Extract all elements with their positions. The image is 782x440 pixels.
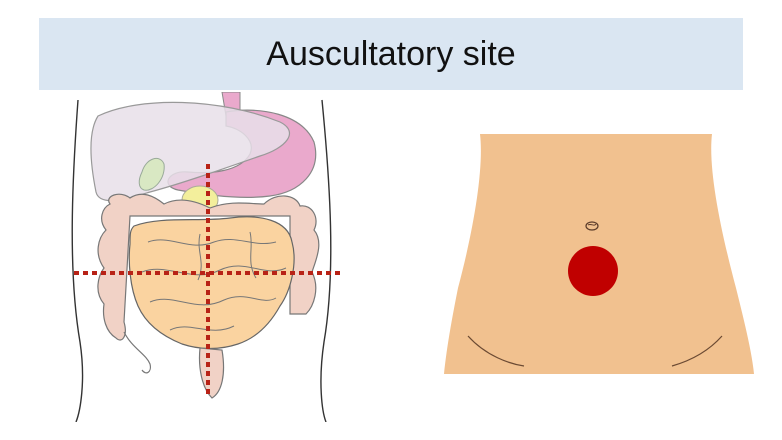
small-intestine (128, 216, 295, 350)
small-intestine-loops (141, 231, 287, 331)
torso-outline-right (320, 99, 332, 422)
gallbladder (138, 157, 165, 191)
navel-icon (585, 221, 599, 231)
right-groin-crease (671, 335, 723, 367)
auscultation-site-marker (568, 246, 618, 296)
torso-outline (71, 99, 84, 422)
appendix (123, 331, 151, 374)
abdominal-organs-diagram (71, 92, 344, 422)
page-title: Auscultatory site (266, 34, 516, 73)
rectum (198, 347, 225, 399)
title-banner: Auscultatory site (39, 18, 743, 90)
abdomen-surface-diagram (444, 134, 754, 374)
left-groin-crease (467, 335, 525, 367)
